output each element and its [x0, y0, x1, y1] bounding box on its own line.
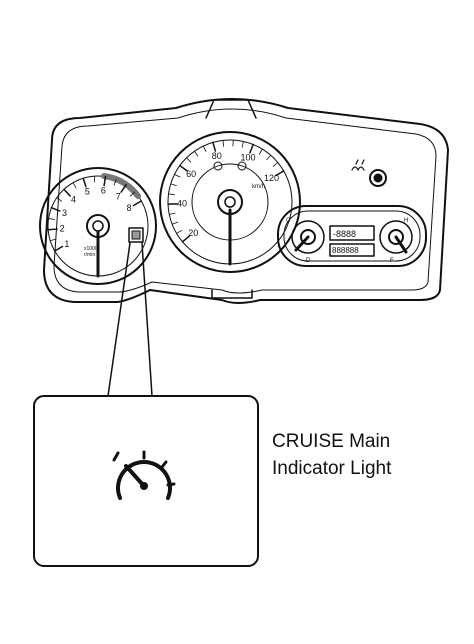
temperature-gauge-bezel — [291, 220, 325, 254]
tachometer-redzone — [101, 173, 141, 199]
tachometer-label: 4 — [71, 195, 76, 205]
tachometer-tick — [47, 228, 58, 231]
temperature-gauge-needle — [294, 235, 310, 252]
speedometer-tick-marks — [167, 139, 285, 243]
cruise-indicator-lamp — [128, 227, 144, 243]
cruise-indicator-lamp-inner — [131, 230, 141, 240]
dimmer-symbol-icon — [351, 159, 365, 171]
right-gauge-panel-inner — [283, 210, 421, 262]
tachometer-label: 3 — [62, 208, 67, 218]
speedometer-tick — [266, 154, 272, 161]
speedometer-label: 60 — [186, 169, 196, 179]
meter-housing-inner — [53, 108, 437, 294]
speedometer-tick — [241, 141, 244, 148]
tachometer-tick — [132, 200, 143, 207]
speedometer-label: 100 — [240, 152, 255, 162]
tachometer-tick — [129, 191, 136, 197]
visor-notch — [205, 99, 257, 119]
speedometer-labels: 20 40 60 80 100 120 — [177, 151, 279, 238]
warning-lamp-right — [237, 161, 247, 171]
tachometer-tick — [103, 175, 107, 187]
lcd-bottom-segment: 888888 — [332, 246, 359, 255]
leader-line-left — [107, 242, 131, 397]
speedometer-tick — [186, 157, 192, 163]
tachometer-tick — [82, 177, 87, 188]
tachometer-hub-inner — [92, 220, 104, 232]
temperature-label-c: C — [286, 218, 291, 224]
trip-reset-knob-center — [373, 173, 383, 183]
speedometer-tick — [258, 148, 263, 155]
speedometer-hub-inner — [224, 196, 236, 208]
temperature-label-bottom: D — [306, 258, 311, 264]
speedometer-tick — [179, 164, 188, 172]
tachometer-tick — [72, 182, 77, 189]
tachometer — [39, 167, 157, 285]
speedometer-tick — [168, 212, 176, 215]
speedometer-unit: km/h — [252, 184, 265, 190]
tachometer-tick — [48, 218, 55, 220]
speedometer-tick — [222, 139, 225, 147]
fuel-gauge-hub — [388, 229, 404, 245]
tachometer-label: 2 — [60, 224, 65, 234]
callout-line-1: CRUISE Main — [272, 431, 391, 452]
speedometer-label: 120 — [264, 173, 279, 183]
speedometer-tick — [202, 145, 207, 152]
tachometer-label: 5 — [85, 187, 90, 197]
warning-lamp-left — [213, 161, 223, 171]
tachometer-label: 8 — [127, 203, 132, 213]
fuel-gauge-bezel — [379, 220, 413, 254]
speedometer-tick — [168, 193, 175, 196]
leader-line-right — [141, 242, 153, 397]
speedometer-tick — [249, 143, 254, 154]
fuel-gauge-needle — [394, 235, 408, 254]
speedometer-tick — [194, 150, 199, 157]
temperature-gauge-hub — [300, 229, 316, 245]
speedometer-bezel — [159, 131, 301, 273]
lcd-display-top — [329, 225, 375, 241]
callout-line-2: Indicator Light — [272, 458, 392, 479]
speedometer-tick — [212, 141, 217, 152]
tachometer-label: 7 — [116, 191, 121, 201]
speedometer-tick — [174, 173, 181, 178]
speedometer — [159, 131, 301, 273]
speedometer-label: 40 — [177, 199, 187, 209]
fuel-label-bottom: F — [390, 258, 394, 264]
cruise-control-icon — [112, 450, 176, 500]
callout-label: CRUISE Main Indicator Light — [272, 428, 391, 482]
tachometer-tick — [120, 183, 127, 193]
speedometer-tick — [181, 235, 191, 243]
speedometer-tick — [272, 162, 279, 167]
speedometer-tick — [170, 183, 177, 187]
tachometer-tick — [56, 197, 63, 202]
speedometer-tick — [176, 230, 183, 234]
speedometer-tick — [171, 221, 179, 225]
lcd-top-segment: -8888 — [333, 229, 356, 239]
tachometer-unit-line1: x1000 — [84, 246, 98, 252]
speedometer-tick — [275, 170, 285, 177]
tachometer-tick-marks — [47, 175, 143, 252]
tachometer-label: 6 — [101, 185, 106, 195]
tachometer-tick — [113, 179, 117, 186]
lcd-display-bottom — [329, 243, 375, 257]
callout-box — [33, 395, 259, 567]
tachometer-bezel — [39, 167, 157, 285]
tachometer-tick — [63, 188, 71, 197]
speedometer-label: 80 — [212, 151, 222, 161]
housing-bottom-tab — [211, 289, 253, 299]
tachometer-tick — [49, 238, 57, 242]
tachometer-tick — [50, 206, 61, 212]
fuel-label-top: H — [404, 218, 408, 224]
tachometer-tick — [53, 245, 64, 252]
meter-housing-outline — [43, 98, 449, 304]
speedometer-label: 20 — [188, 228, 198, 238]
tachometer-unit-line2: r/min — [84, 252, 95, 258]
trip-reset-knob-icon — [369, 169, 387, 187]
right-gauge-panel — [277, 205, 427, 267]
tachometer-label: 1 — [64, 239, 69, 249]
